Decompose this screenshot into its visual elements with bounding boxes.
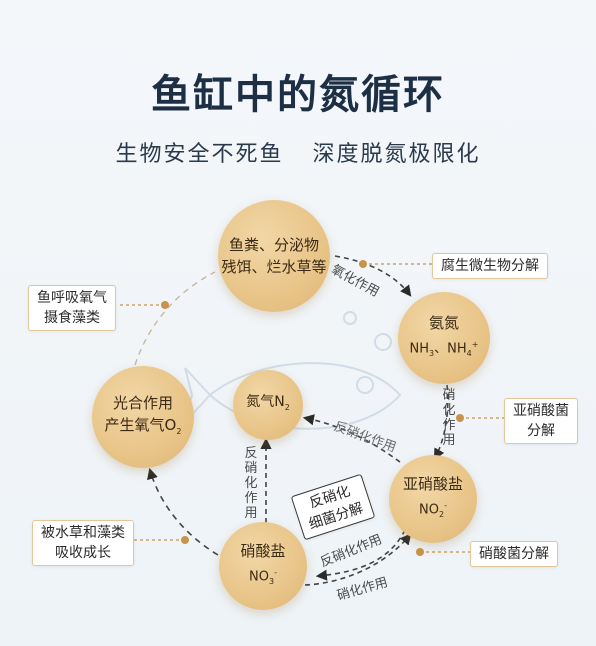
arrow-nitrate-to-photosynthesis <box>147 467 219 556</box>
page-title: 鱼缸中的氮循环 <box>151 72 445 118</box>
photosynthesis-line-2: 产生氧气O2 <box>104 415 182 436</box>
ammonia-label: 氨氮 <box>428 313 459 332</box>
box-nitrate-bacteria: 硝酸菌分解 <box>470 541 558 567</box>
waste-line-1: 鱼粪、分泌物 <box>228 236 319 254</box>
arrow-nitrite-to-nitrogen <box>302 414 401 463</box>
box-plants-absorb: 被水草和藻类 吸收成长 <box>32 520 134 566</box>
box-nitrite-bacteria: 亚硝酸菌 分解 <box>504 398 578 444</box>
node-ammonia: 氨氮 NH3、NH4+ <box>398 292 490 384</box>
node-photosynthesis: 光合作用 产生氧气O2 <box>92 366 194 468</box>
label-denitrification-left: 反硝化作用 <box>244 446 258 521</box>
subtitle-part-1: 生物安全不死鱼 <box>115 142 284 167</box>
ammonia-formula: NH3、NH4+ <box>409 339 479 358</box>
nitrite-label: 亚硝酸盐 <box>402 474 463 493</box>
label-nitrification-right: 硝化作用 <box>442 388 456 448</box>
arrow-nitrate-to-nitrite <box>304 533 412 586</box>
arrow-ammonia-to-nitrite <box>433 384 449 460</box>
node-nitrogen: 氮气N2 <box>233 370 303 440</box>
node-nitrite: 亚硝酸盐 NO2- <box>389 455 477 543</box>
nitrogen-label: 氮气N2 <box>246 394 290 412</box>
nitrate-label: 硝酸盐 <box>240 541 286 560</box>
photosynthesis-line-1: 光合作用 <box>112 393 173 412</box>
arc-photosynthesis-to-waste <box>134 271 216 366</box>
node-waste: 鱼粪、分泌物 残饵、烂水草等 <box>218 200 330 312</box>
nitrate-formula: NO3- <box>249 567 277 586</box>
arrow-nitrite-to-nitrate <box>315 529 406 581</box>
box-fish-breath: 鱼呼吸氧气 摄食藻类 <box>28 285 116 331</box>
page-subtitle: 生物安全不死鱼 深度脱氮极限化 <box>0 136 596 168</box>
waste-line-2: 残饵、烂水草等 <box>221 258 327 276</box>
node-nitrate: 硝酸盐 NO3- <box>219 522 307 610</box>
box-decomposition: 腐生微生物分解 <box>432 253 548 279</box>
nitrite-formula: NO2- <box>419 500 447 519</box>
arrow-waste-to-ammonia <box>334 255 412 297</box>
subtitle-part-2: 深度脱氮极限化 <box>312 142 481 167</box>
